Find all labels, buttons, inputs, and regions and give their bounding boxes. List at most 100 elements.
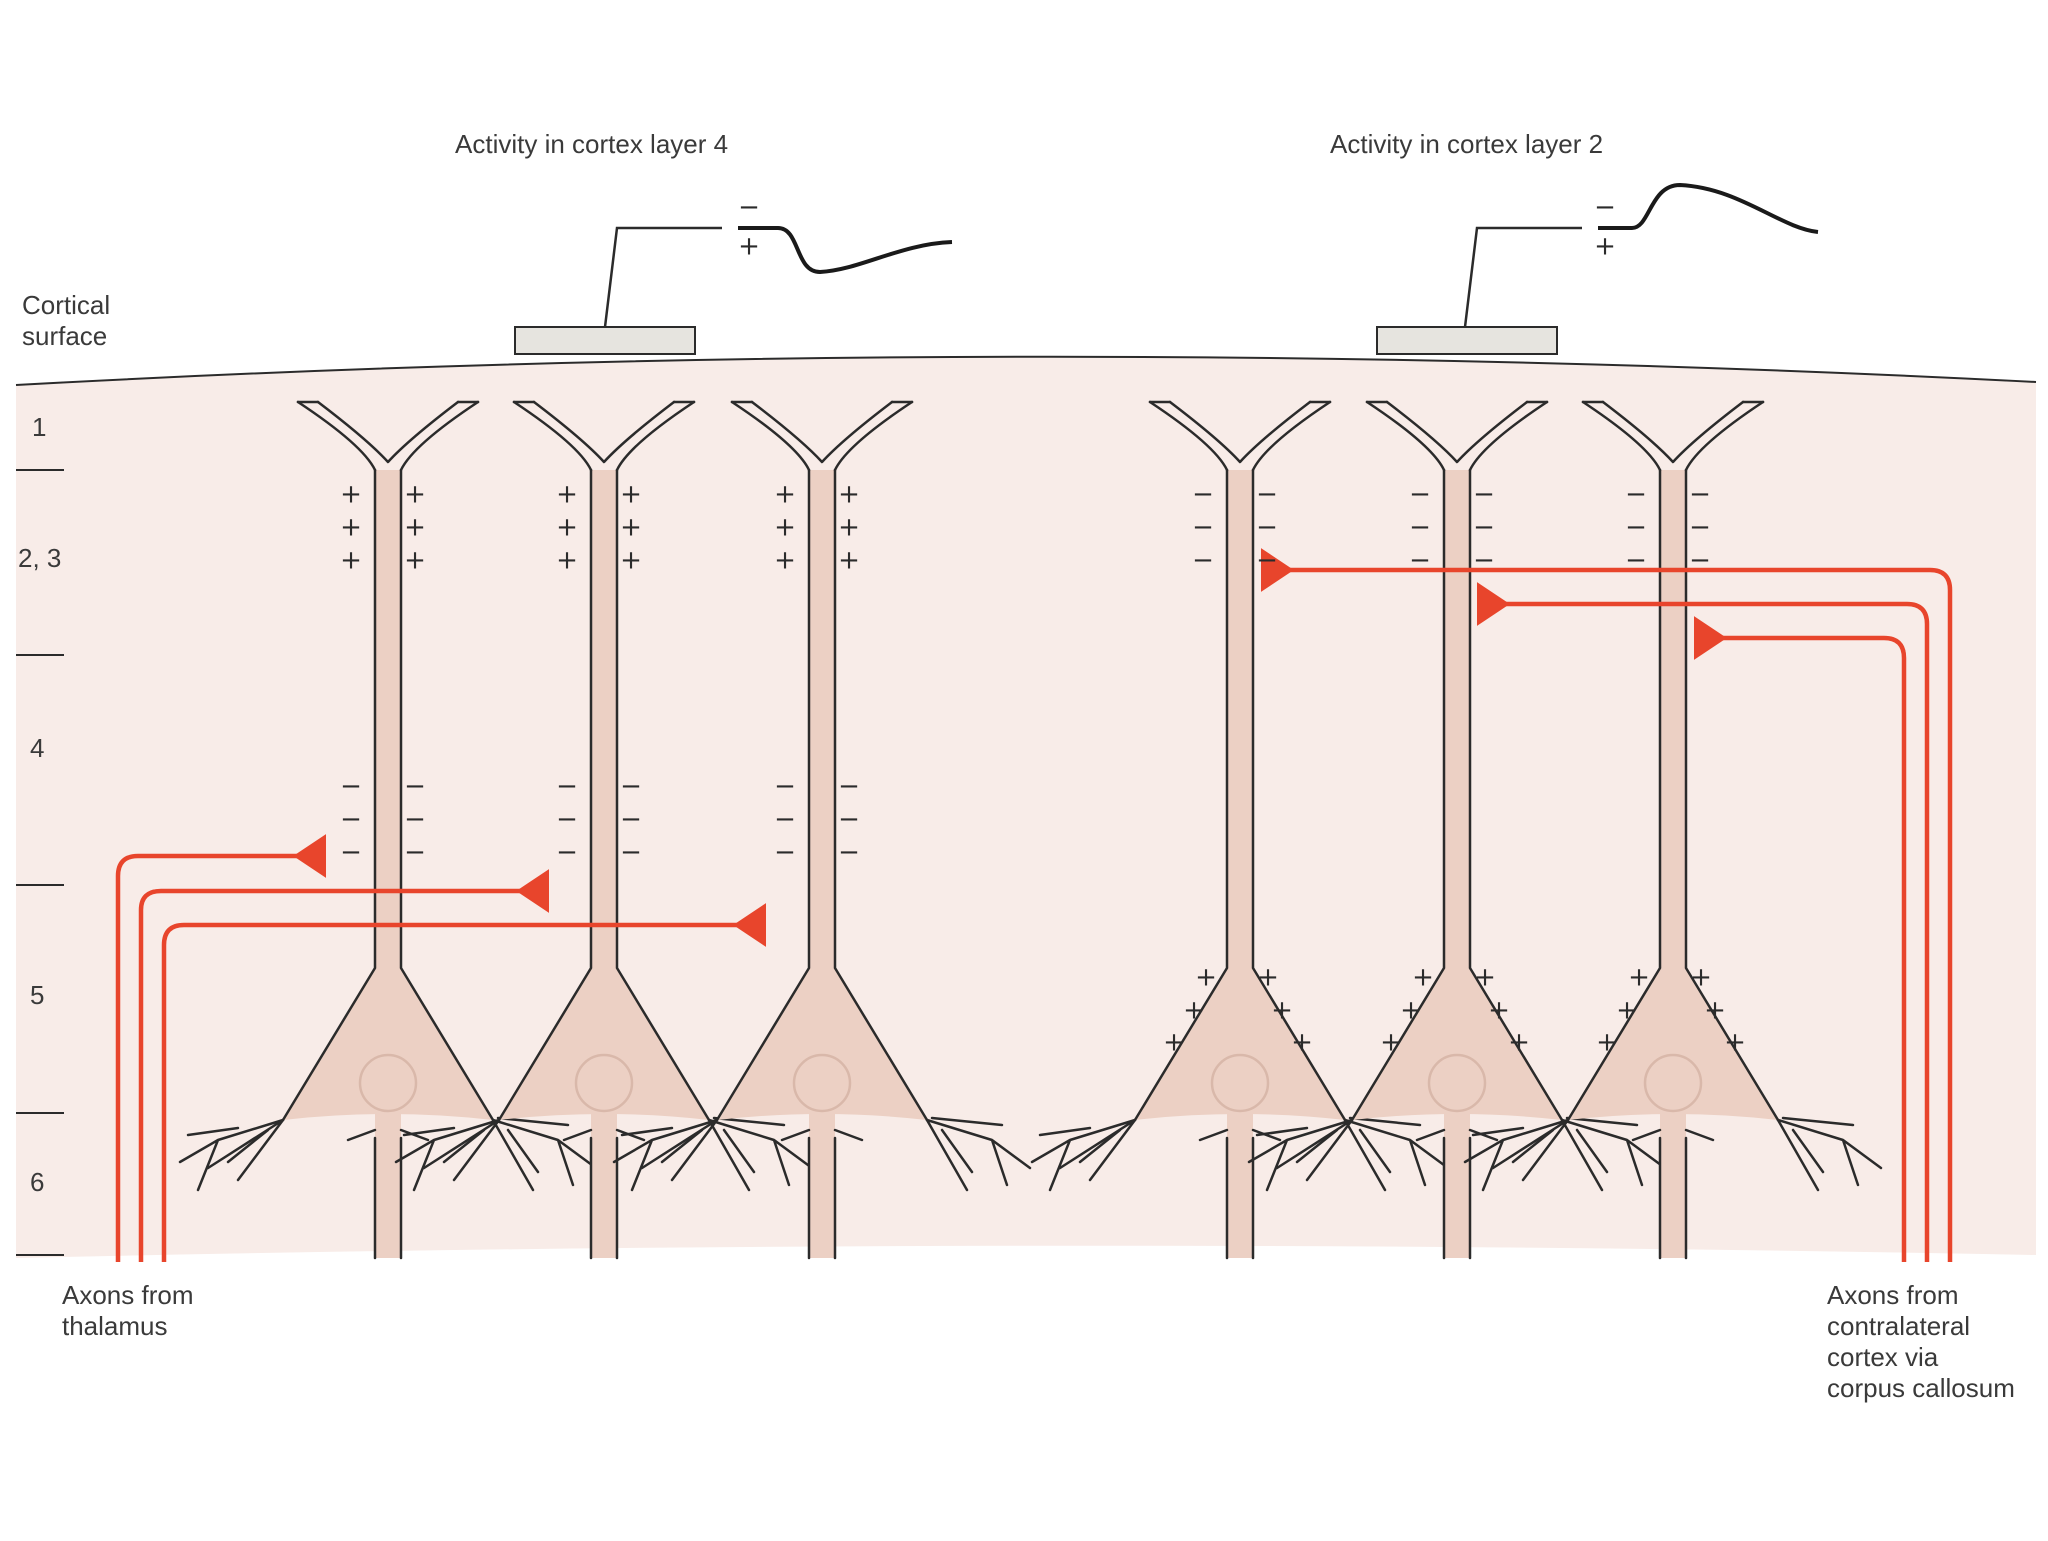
plus-sign: +: [1400, 996, 1422, 1026]
minus-sign: −: [556, 838, 578, 868]
minus-sign: −: [1192, 480, 1214, 510]
minus-sign: −: [1409, 480, 1431, 510]
plus-sign: +: [774, 480, 796, 510]
neuron-basal-left-inner: [640, 1118, 719, 1182]
neuron-soma-fill: [717, 470, 927, 1120]
callosal-terminal-3: [1693, 616, 1727, 660]
neuron-left-1: [178, 400, 598, 1260]
axons-thalamus-label: Axons from thalamus: [62, 1280, 194, 1341]
thalamic-terminal-3: [733, 903, 767, 947]
minus-sign: −: [1625, 546, 1647, 576]
neuron-soma-fill: [1352, 470, 1562, 1120]
plus-sign: +: [1380, 1028, 1402, 1058]
minus-sign: −: [404, 772, 426, 802]
plus-sign: +: [1596, 1028, 1618, 1058]
plus-sign: +: [404, 546, 426, 576]
minus-sign: −: [1409, 513, 1431, 543]
neuron-nucleus: [358, 1053, 418, 1113]
plus-sign: +: [556, 546, 578, 576]
minus-sign: −: [774, 805, 796, 835]
plus-sign: +: [1257, 963, 1279, 993]
plus-sign: +: [838, 513, 860, 543]
plus-sign: +: [556, 513, 578, 543]
neuron-spines: [1415, 1128, 1499, 1142]
neuron-basal-right-inner: [491, 1116, 570, 1192]
minus-sign: −: [404, 805, 426, 835]
minus-sign: −: [340, 838, 362, 868]
minus-sign: −: [838, 838, 860, 868]
minus-sign: −: [838, 805, 860, 835]
thalamic-terminal-2: [516, 869, 550, 913]
plus-sign: +: [340, 546, 362, 576]
neuron-soma-fill: [499, 470, 709, 1120]
neuron-outline-right: [399, 468, 495, 1122]
plus-sign: +: [340, 480, 362, 510]
neuron-outline-left: [281, 468, 377, 1122]
plus-sign: +: [1628, 963, 1650, 993]
neuron-outline-right: [615, 468, 711, 1122]
plus-sign: +: [774, 546, 796, 576]
trace-left: [738, 226, 953, 275]
neuron-soma-fill: [1135, 470, 1345, 1120]
neuron-nucleus: [1210, 1053, 1270, 1113]
neuron-apical-tuft: [1581, 400, 1765, 472]
neuron-axon-outline: [1658, 1136, 1688, 1260]
minus-sign: −: [1473, 546, 1495, 576]
neuron-nucleus: [1643, 1053, 1703, 1113]
neuron-basal-left: [1247, 1118, 1354, 1192]
neuron-spines: [346, 1128, 430, 1142]
neuron-apical-tuft: [296, 400, 480, 472]
minus-sign: −: [1689, 480, 1711, 510]
minus-sign: −: [1256, 480, 1278, 510]
callosal-terminal-1: [1260, 548, 1294, 592]
plus-sign: +: [1690, 963, 1712, 993]
trace-left-minus: −: [738, 193, 760, 223]
minus-sign: −: [774, 838, 796, 868]
minus-sign: −: [1625, 480, 1647, 510]
neuron-spines: [1631, 1128, 1715, 1142]
minus-sign: −: [1625, 513, 1647, 543]
plus-sign: +: [1508, 1028, 1530, 1058]
neuron-basal-left: [394, 1118, 501, 1192]
neuron-basal-left: [612, 1118, 719, 1192]
cortical-surface-line: [15, 355, 2037, 386]
neuron-basal-left: [1463, 1118, 1570, 1192]
neuron-outline-left: [715, 468, 811, 1122]
neuron-axon-fill: [809, 1110, 835, 1258]
title-left: Activity in cortex layer 4: [455, 129, 729, 159]
plus-sign: +: [838, 546, 860, 576]
minus-sign: −: [1192, 546, 1214, 576]
plus-sign: +: [556, 480, 578, 510]
cortical-surface-label: Cortical surface: [22, 290, 111, 351]
neuron-nucleus: [574, 1053, 634, 1113]
neuron-outline-left: [1566, 468, 1662, 1122]
neuron-nucleus: [1427, 1053, 1487, 1113]
layer-label-1: 1: [32, 412, 47, 442]
callosal-axon-1: [1282, 567, 1953, 1262]
trace-right-plus: +: [1594, 232, 1616, 262]
neuron-basal-left-inner: [1058, 1118, 1137, 1182]
neuron-basal-left-inner: [1275, 1118, 1354, 1182]
plus-sign: +: [1474, 963, 1496, 993]
neuron-soma-fill: [283, 470, 493, 1120]
plus-sign: +: [1163, 1028, 1185, 1058]
neurons-group: [178, 400, 1883, 1260]
neuron-axon-outline: [1225, 1136, 1255, 1260]
neuron-outline-right: [1468, 468, 1564, 1122]
minus-sign: −: [1256, 546, 1278, 576]
minus-sign: −: [1689, 546, 1711, 576]
neuron-axon-fill: [375, 1110, 401, 1258]
minus-sign: −: [556, 772, 578, 802]
neuron-axon-fill: [1444, 1110, 1470, 1258]
callosal-axon-3: [1715, 635, 1907, 1262]
minus-sign: −: [340, 772, 362, 802]
plus-sign: +: [1412, 963, 1434, 993]
minus-sign: −: [556, 805, 578, 835]
neuron-basal-right-inner: [1343, 1116, 1422, 1192]
plus-sign: +: [1488, 996, 1510, 1026]
layer-label-5: 5: [30, 980, 45, 1010]
neuron-outline-left: [497, 468, 593, 1122]
plus-sign: +: [1616, 996, 1638, 1026]
neuron-basal-right: [707, 1118, 814, 1187]
